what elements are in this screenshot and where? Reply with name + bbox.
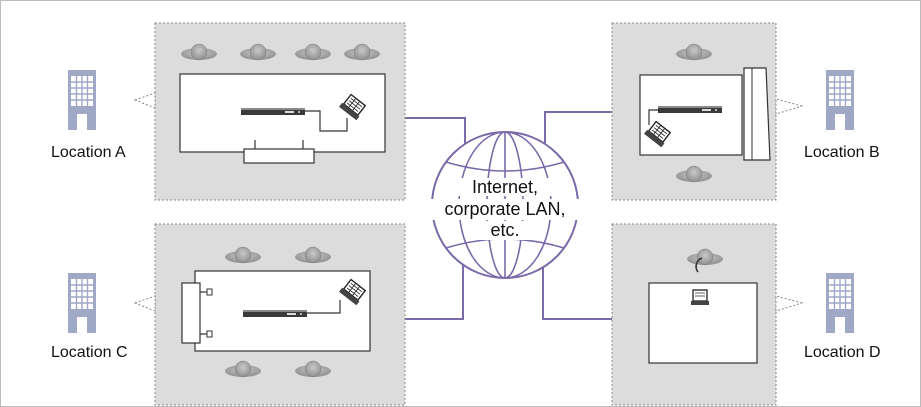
callout-pointer bbox=[133, 92, 156, 109]
location-d-label: Location D bbox=[804, 344, 881, 361]
room-location-d bbox=[611, 223, 777, 406]
laptop-icon bbox=[691, 289, 709, 305]
location-a-label: Location A bbox=[51, 144, 126, 161]
network-label-line-3: etc. bbox=[490, 220, 519, 240]
video-conference-unit-icon bbox=[243, 310, 307, 317]
room-location-b bbox=[611, 22, 777, 201]
room-location-a bbox=[154, 22, 406, 201]
network-label-line-1: Internet, bbox=[472, 177, 538, 197]
office-building-icon bbox=[825, 272, 855, 334]
cable bbox=[307, 300, 341, 314]
location-c-label: Location C bbox=[51, 344, 128, 361]
cable bbox=[305, 110, 348, 132]
location-a-marker: Location A bbox=[51, 69, 156, 161]
location-b-label: Location B bbox=[804, 144, 880, 161]
display-screen-icon bbox=[181, 282, 213, 344]
video-conference-unit-icon bbox=[658, 106, 722, 113]
location-d-marker: Location D bbox=[775, 272, 881, 361]
headset-icon bbox=[695, 257, 703, 273]
office-building-icon bbox=[825, 69, 855, 131]
display-screen-icon bbox=[243, 140, 315, 164]
network-label-line-2: corporate LAN, bbox=[444, 199, 565, 219]
display-screen-icon bbox=[743, 67, 771, 161]
network-label: Internet, corporate LAN, etc. bbox=[427, 177, 583, 240]
room-location-c bbox=[154, 223, 406, 406]
room-b-table bbox=[639, 74, 743, 156]
location-c-marker: Location C bbox=[51, 272, 156, 361]
callout-pointer bbox=[133, 295, 156, 312]
video-conference-unit-icon bbox=[241, 108, 305, 115]
office-building-icon bbox=[67, 272, 97, 334]
callout-pointer bbox=[775, 98, 804, 115]
office-building-icon bbox=[67, 69, 97, 131]
callout-pointer bbox=[775, 295, 804, 312]
location-b-marker: Location B bbox=[775, 69, 880, 161]
cable bbox=[648, 109, 660, 125]
